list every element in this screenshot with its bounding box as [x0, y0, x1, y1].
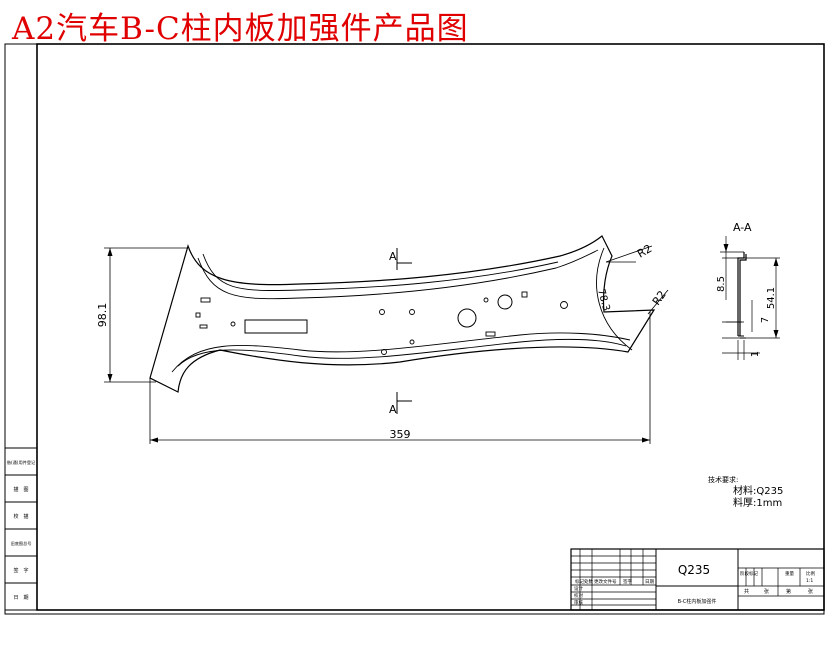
sec-dim-thick: 1	[750, 351, 761, 357]
sheet-no-unit: 张	[808, 588, 813, 595]
title-block: 标记 处数 更改文件号 签字 日期 设计 校对 审核 Q235 B-C柱内板加强…	[570, 548, 825, 611]
sheet-total-label: 共	[744, 588, 749, 595]
dim-length: 359	[390, 428, 411, 441]
sign-col-1: 处数	[584, 578, 593, 585]
tech-heading: 技术要求:	[708, 475, 738, 484]
side-label-1: 描 图	[13, 486, 28, 493]
tech-notes: 技术要求: 材料:Q235 料厚:1mm	[708, 475, 783, 509]
dim-radius-2: R2	[650, 288, 669, 307]
side-label-3: 旧底图总号	[11, 540, 32, 547]
weight-label: 重量	[785, 570, 794, 577]
role-0: 设计	[574, 585, 583, 592]
scale-value: 1:1	[806, 578, 813, 584]
sec-dim-height: 54.1	[766, 287, 777, 309]
part-outline	[149, 235, 656, 393]
scale-label: 比例	[806, 570, 815, 577]
sheet-no-label: 第	[786, 588, 791, 595]
role-2: 审核	[574, 599, 583, 606]
section-title: A-A	[733, 221, 752, 234]
outer-frame	[4, 43, 825, 615]
sign-col-2: 更改文件号	[594, 578, 617, 585]
tech-material: 材料:Q235	[733, 484, 783, 497]
side-label-0: 借(通)用件登记	[7, 459, 36, 466]
sheet-total-unit: 张	[764, 588, 769, 595]
sign-col-0: 标记	[575, 578, 584, 585]
material-label: Q235	[678, 563, 710, 577]
drawing-title: A2汽车B-C柱内板加强件产品图	[12, 11, 469, 47]
sign-col-4: 日期	[645, 579, 654, 585]
sec-dim-flange: 8.5	[716, 276, 727, 292]
section-marker-top: A	[389, 250, 397, 263]
side-label-5: 日 期	[13, 595, 28, 601]
part-name: B-C柱内板加强件	[678, 598, 717, 605]
dim-height: 98.1	[96, 303, 109, 328]
side-label-2: 校 描	[13, 513, 28, 520]
dim-radius-1: R2	[635, 242, 654, 261]
side-column: 借(通)用件登记 描 图 校 描 旧底图总号 签 字 日 期	[4, 447, 38, 611]
section-marker-bottom: A	[389, 403, 397, 416]
tech-thickness: 料厚:1mm	[733, 496, 782, 509]
section-markers: A A	[389, 248, 412, 416]
section-view: A-A 8.5 54.1 7 1	[716, 221, 780, 360]
inner-frame	[36, 43, 825, 611]
dim-angle-width: 78.3	[595, 288, 611, 312]
dimensions: 359 98.1 R2 R2 78.3	[96, 242, 669, 444]
sec-dim-offset: 7	[760, 317, 771, 323]
stage-label: 阶段标记	[740, 570, 758, 577]
side-label-4: 签 字	[13, 567, 28, 574]
role-1: 校对	[574, 592, 583, 599]
sign-col-3: 签字	[623, 578, 632, 585]
